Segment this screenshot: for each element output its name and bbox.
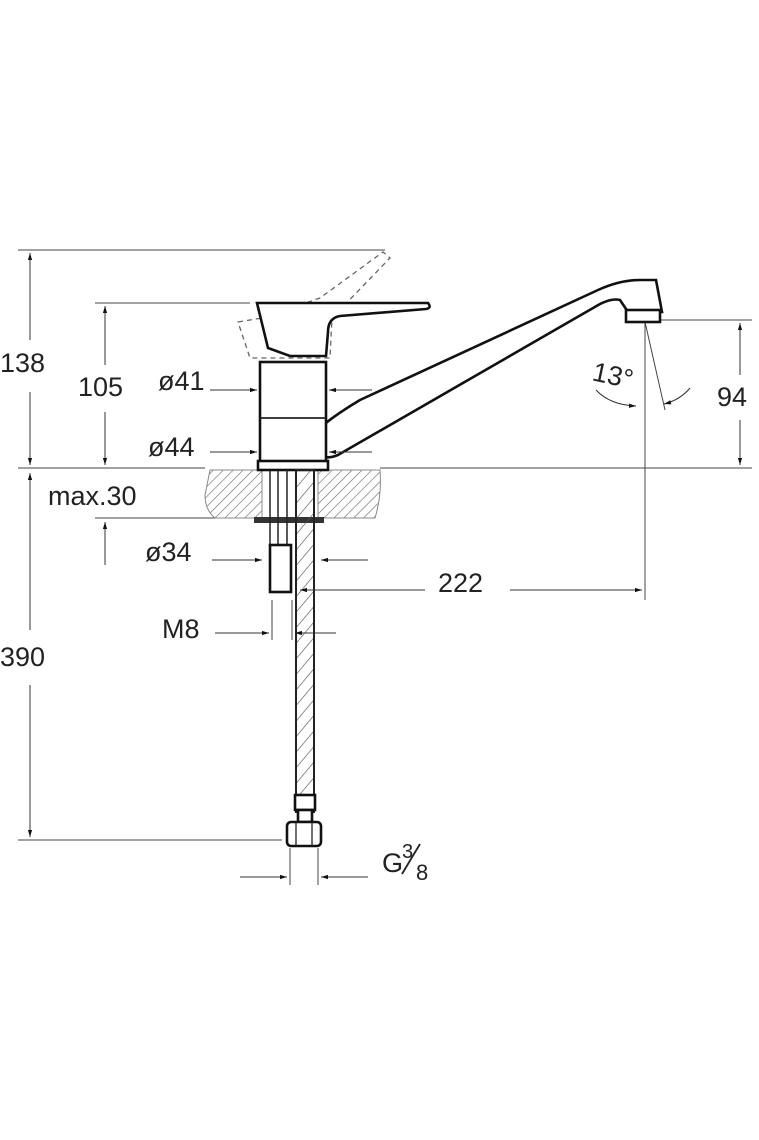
- label-lever-height: 105: [78, 372, 123, 402]
- dimension-lines: [27, 253, 743, 880]
- label-max-thickness: max.30: [48, 481, 137, 511]
- aerator: [624, 308, 662, 324]
- faucet: [237, 251, 664, 848]
- hose: [295, 469, 315, 813]
- label-diameter-41: ø41: [158, 366, 205, 396]
- lever: [255, 301, 431, 358]
- threaded-rod: [268, 543, 293, 594]
- dimension-labels: 138 105 ø41 ø44 max.30 ø34 222 M8 390 94…: [0, 348, 747, 885]
- connection-nut: [285, 820, 323, 848]
- lever-raised-outline: [237, 251, 391, 359]
- label-spout-angle: 13°: [590, 357, 636, 395]
- extension-lines: [18, 249, 752, 885]
- base: [256, 459, 330, 472]
- label-thread-m8: M8: [162, 614, 200, 644]
- label-hose-length: 390: [0, 642, 45, 672]
- label-diameter-34: ø34: [145, 537, 192, 567]
- washer: [254, 517, 324, 523]
- countertop: [204, 469, 381, 519]
- label-spout-height: 94: [717, 382, 747, 412]
- label-total-height: 138: [0, 348, 45, 378]
- label-connection-num: 3: [402, 841, 413, 863]
- label-connection-thread: G: [382, 848, 403, 878]
- label-spout-reach: 222: [438, 568, 483, 598]
- body: [258, 360, 328, 464]
- label-diameter-44: ø44: [148, 432, 195, 462]
- label-connection-den: 8: [416, 860, 428, 885]
